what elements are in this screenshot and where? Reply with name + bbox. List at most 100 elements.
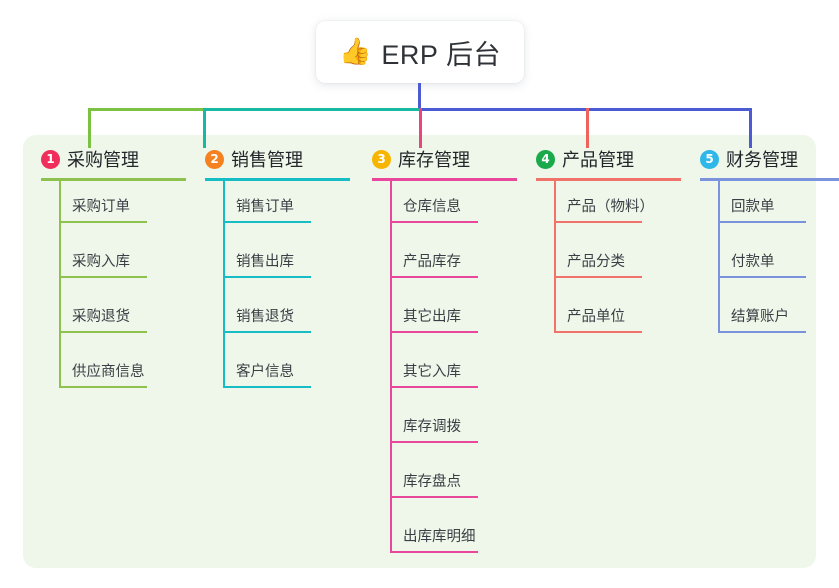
drop-connector-2 (203, 108, 206, 148)
leaf-item[interactable]: 产品（物料） (536, 181, 681, 236)
leaf-item-label: 销售退货 (236, 309, 294, 325)
leaf-item-underline (554, 331, 642, 333)
leaf-item[interactable]: 库存盘点 (372, 456, 517, 511)
branch-number-badge: 1 (41, 149, 60, 169)
branch-header-3[interactable]: 3 库存管理 (372, 146, 517, 172)
leaf-item-label: 产品库存 (403, 254, 461, 270)
leaf-item-label: 采购入库 (72, 254, 130, 270)
bus-segment-2 (203, 108, 419, 111)
drop-connector-3 (419, 108, 422, 148)
drop-connector-5 (749, 108, 752, 148)
leaf-item-underline (718, 331, 806, 333)
branch-header-4[interactable]: 4 产品管理 (536, 146, 681, 172)
leaf-item-label: 产品分类 (567, 254, 625, 270)
leaf-item-underline (223, 221, 311, 223)
leaf-item-underline (223, 386, 311, 388)
branch-column-4: 4 产品管理产品（物料） 产品分类产品单位 (536, 146, 681, 346)
leaf-item-underline (390, 441, 478, 443)
leaf-item-label: 其它入库 (403, 364, 461, 380)
leaf-item-label: 采购订单 (72, 199, 130, 215)
branch-title: 财务管理 (726, 150, 798, 170)
leaf-item[interactable]: 客户信息 (205, 346, 350, 401)
branch-spine (223, 181, 225, 388)
leaf-item[interactable]: 库存调拨 (372, 401, 517, 456)
leaf-item[interactable]: 结算账户 (700, 291, 839, 346)
leaf-item[interactable]: 仓库信息 (372, 181, 517, 236)
branch-header-5[interactable]: 5 财务管理 (700, 146, 839, 172)
leaf-item[interactable]: 回款单 (700, 181, 839, 236)
leaf-item[interactable]: 采购订单 (41, 181, 186, 236)
branch-title: 产品管理 (562, 150, 634, 170)
branch-underline (700, 178, 839, 181)
leaf-item[interactable]: 付款单 (700, 236, 839, 291)
branch-spine (718, 181, 720, 333)
branch-header-1[interactable]: 1 采购管理 (41, 146, 186, 172)
branch-underline (536, 178, 681, 181)
leaf-item-label: 仓库信息 (403, 199, 461, 215)
leaf-item-label: 结算账户 (731, 309, 789, 325)
leaf-item-underline (59, 276, 147, 278)
leaf-item-underline (390, 331, 478, 333)
leaf-item[interactable]: 产品单位 (536, 291, 681, 346)
leaf-item-label: 采购退货 (72, 309, 130, 325)
leaf-item[interactable]: 其它出库 (372, 291, 517, 346)
bus-segment-3 (419, 108, 752, 111)
leaf-item-label: 供应商信息 (72, 364, 145, 380)
leaf-item-underline (390, 276, 478, 278)
leaf-item-label: 出库库明细 (403, 529, 476, 545)
leaf-item[interactable]: 出库库明细 (372, 511, 517, 566)
leaf-item-underline (223, 331, 311, 333)
leaf-item-underline (390, 551, 478, 553)
branch-number-badge: 5 (700, 149, 719, 169)
thumbs-up-icon: 👍 (339, 37, 372, 67)
branch-underline (205, 178, 350, 181)
root-node-title: ERP 后台 (381, 39, 501, 70)
branch-item-list: 采购订单采购入库采购退货供应商信息 (41, 181, 186, 401)
leaf-item-label: 产品单位 (567, 309, 625, 325)
leaf-item-label: 客户信息 (236, 364, 294, 380)
drop-connector-1 (88, 108, 91, 148)
branch-item-list: 回款单付款单结算账户 (700, 181, 839, 346)
diagram-panel (23, 135, 816, 568)
leaf-item[interactable]: 其它入库 (372, 346, 517, 401)
leaf-item[interactable]: 供应商信息 (41, 346, 186, 401)
branch-item-list: 销售订单销售出库销售退货客户信息 (205, 181, 350, 401)
branch-number-badge: 4 (536, 149, 555, 169)
root-node-card[interactable]: 👍 ERP 后台 (316, 21, 524, 83)
branch-underline (372, 178, 517, 181)
branch-spine (390, 181, 392, 553)
leaf-item-label: 回款单 (731, 199, 775, 215)
branch-spine (554, 181, 556, 333)
leaf-item-label: 销售订单 (236, 199, 294, 215)
leaf-item-underline (223, 276, 311, 278)
leaf-item-underline (59, 221, 147, 223)
branch-spine (59, 181, 61, 388)
leaf-item-underline (390, 221, 478, 223)
branch-title: 库存管理 (398, 150, 470, 170)
leaf-item[interactable]: 销售退货 (205, 291, 350, 346)
leaf-item[interactable]: 采购入库 (41, 236, 186, 291)
leaf-item-label: 销售出库 (236, 254, 294, 270)
branch-underline (41, 178, 186, 181)
leaf-item[interactable]: 销售出库 (205, 236, 350, 291)
root-stem-connector (418, 83, 421, 110)
branch-item-list: 产品（物料） 产品分类产品单位 (536, 181, 681, 346)
leaf-item-label: 库存调拨 (403, 419, 461, 435)
leaf-item-underline (390, 496, 478, 498)
leaf-item-underline (718, 276, 806, 278)
branch-title: 采购管理 (67, 150, 139, 170)
branch-column-1: 1 采购管理采购订单采购入库采购退货供应商信息 (41, 146, 186, 401)
leaf-item[interactable]: 采购退货 (41, 291, 186, 346)
leaf-item-label: 其它出库 (403, 309, 461, 325)
branch-number-badge: 3 (372, 149, 391, 169)
leaf-item-underline (390, 386, 478, 388)
branch-title: 销售管理 (231, 150, 303, 170)
leaf-item[interactable]: 产品分类 (536, 236, 681, 291)
leaf-item-label: 产品（物料） (567, 199, 654, 215)
leaf-item[interactable]: 销售订单 (205, 181, 350, 236)
leaf-item-label: 库存盘点 (403, 474, 461, 490)
leaf-item[interactable]: 产品库存 (372, 236, 517, 291)
